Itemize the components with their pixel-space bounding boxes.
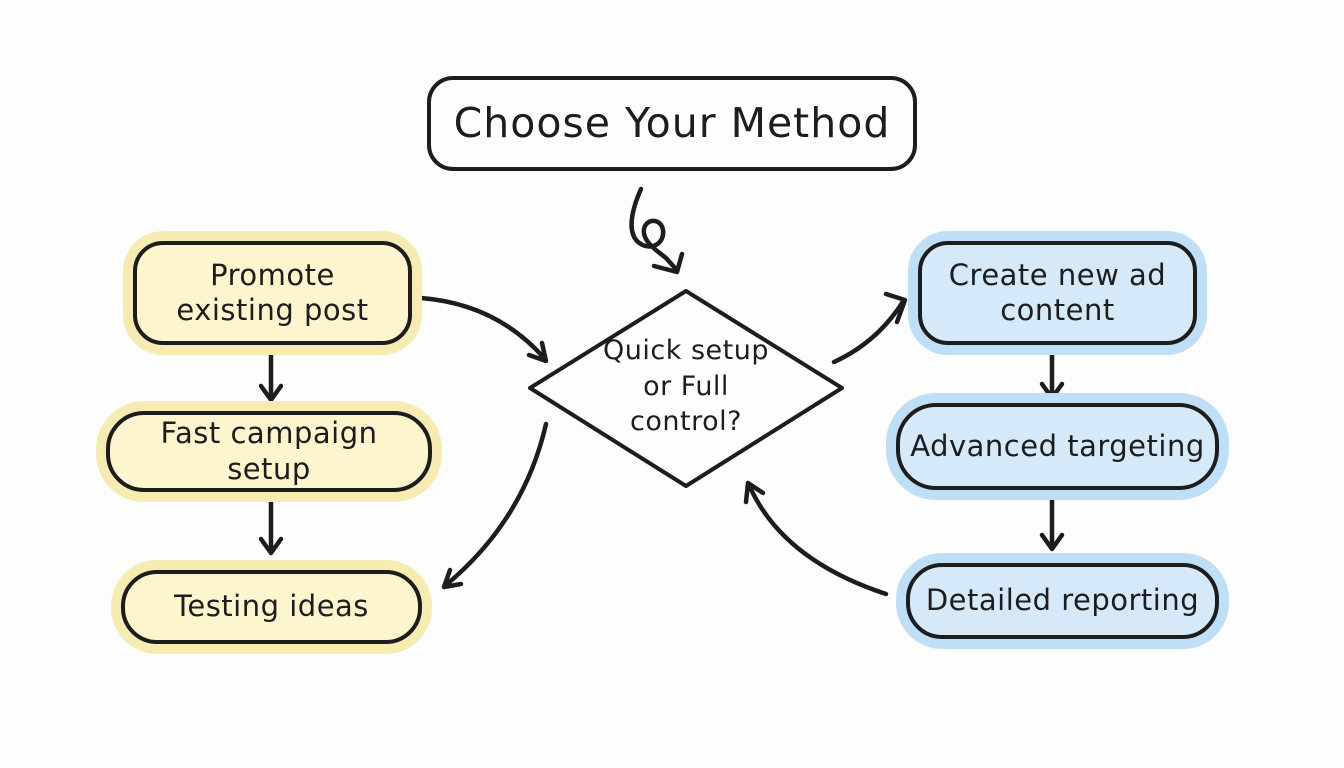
node-label: Advanced targeting — [910, 428, 1205, 463]
decision-line-3: control? — [630, 406, 742, 438]
arrow-create-to-advanced — [1039, 349, 1065, 401]
node-label: Fast campaign setup — [160, 416, 378, 486]
title-label: Choose Your Method — [453, 99, 891, 148]
arrow-decision-to-testing — [441, 421, 549, 590]
node-label: Create new ad content — [948, 257, 1167, 327]
node-label: Promote existing post — [176, 257, 369, 327]
decision-line-1: Quick setup — [603, 335, 769, 366]
arrow-fast-to-testing — [258, 497, 284, 556]
node-promote-existing-post: Promote existing post — [133, 241, 412, 345]
decision-line-2: or Full — [643, 370, 729, 402]
arrow-promote-to-fast — [258, 349, 284, 403]
arrow-advanced-to-reporting — [1039, 495, 1065, 552]
node-create-new-ad-content: Create new ad content — [918, 241, 1197, 345]
arrow-reporting-to-decision — [743, 480, 889, 597]
node-detailed-reporting: Detailed reporting — [906, 563, 1219, 639]
node-choose-your-method: Choose Your Method — [427, 76, 917, 171]
node-label: Testing ideas — [174, 589, 369, 624]
arrow-title-to-decision — [629, 186, 685, 275]
node-advanced-targeting: Advanced targeting — [896, 403, 1219, 490]
arrow-decision-to-create — [831, 291, 908, 365]
arrow-promote-to-decision — [418, 295, 549, 364]
decision-label: Quick setup or Full control? — [556, 333, 816, 440]
node-testing-ideas: Testing ideas — [121, 570, 422, 644]
decision-diamond-shape — [528, 289, 844, 488]
node-label: Detailed reporting — [925, 583, 1200, 618]
node-fast-campaign-setup: Fast campaign setup — [106, 411, 432, 492]
